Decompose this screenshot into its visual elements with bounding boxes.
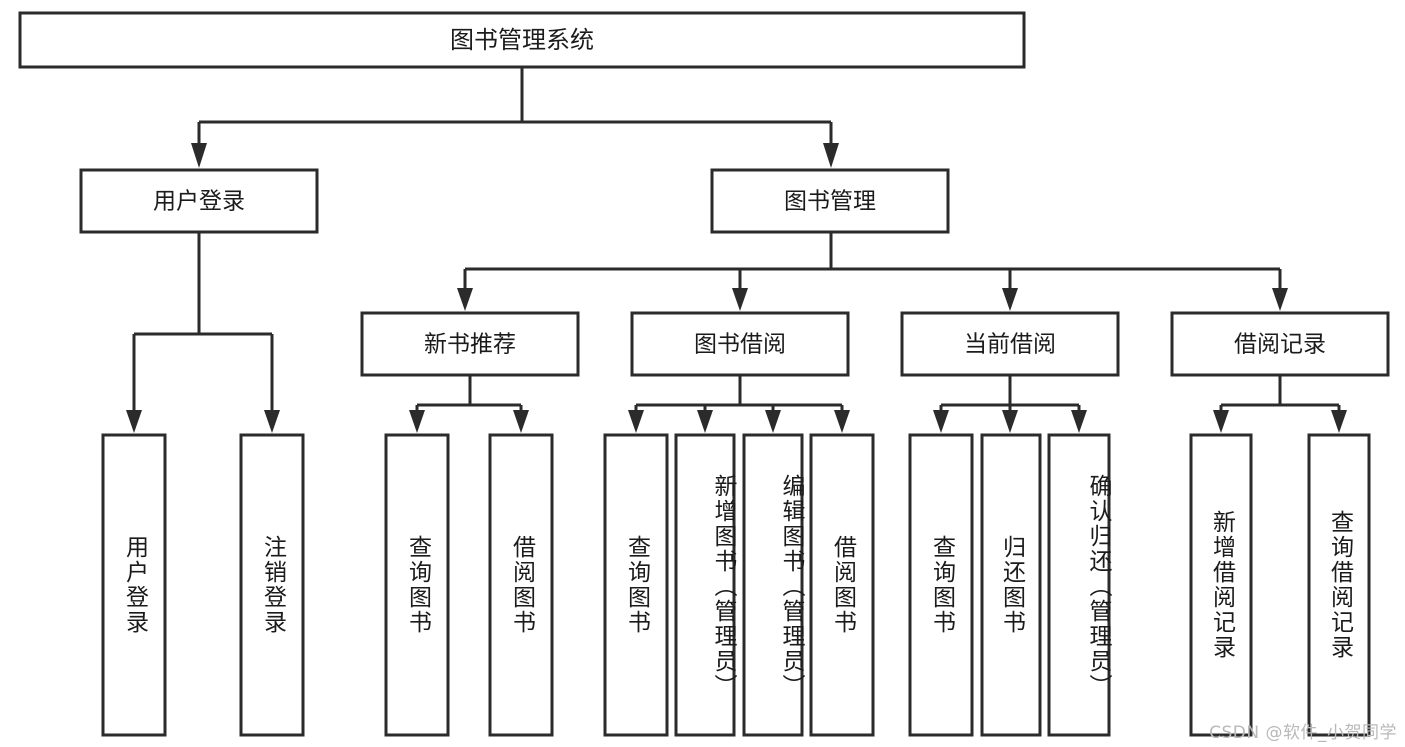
arrow-user-login-leaf-1	[126, 410, 142, 433]
arrow-new-book-leaf-1	[409, 410, 425, 433]
node-book-borrow[interactable]: 图书借阅	[630, 311, 850, 377]
node-new-book-recommend[interactable]: 新书推荐	[360, 311, 580, 377]
leaf-box-query-book-1[interactable]	[384, 433, 450, 737]
connector-group-root	[191, 67, 839, 168]
node-book-borrow-label: 图书借阅	[694, 332, 786, 358]
leaf-box-add-book[interactable]	[674, 433, 736, 737]
leaf-box-edit-book[interactable]	[742, 433, 804, 737]
node-root-label: 图书管理系统	[450, 26, 594, 54]
arrow-to-user-login	[191, 143, 207, 168]
arrow-book-borrow-leaf-4	[834, 410, 850, 433]
node-book-manage[interactable]: 图书管理	[710, 168, 950, 234]
arrow-book-borrow-leaf-2	[697, 410, 713, 433]
node-user-login-label: 用户登录	[153, 189, 245, 215]
leaf-box-confirm-return[interactable]	[1047, 433, 1111, 737]
node-borrow-record-box[interactable]	[1170, 311, 1390, 377]
arrow-book-borrow-leaf-3	[765, 410, 781, 433]
arrow-to-book-borrow	[732, 288, 748, 311]
arrow-to-new-book-recommend	[457, 288, 473, 311]
leaf-box-query-record[interactable]	[1307, 433, 1371, 737]
leaf-box-add-record[interactable]	[1189, 433, 1253, 737]
node-new-book-recommend-label: 新书推荐	[424, 332, 516, 358]
node-new-book-recommend-box[interactable]	[360, 311, 580, 377]
node-borrow-record[interactable]: 借阅记录	[1170, 311, 1390, 377]
arrow-user-login-leaf-2	[264, 410, 280, 433]
arrow-to-book-manage	[823, 143, 839, 168]
node-user-login-box[interactable]	[79, 168, 319, 234]
arrow-to-current-borrow	[1002, 288, 1018, 311]
node-root-box[interactable]	[18, 11, 1026, 69]
csdn-watermark: CSDN @软件_小贺同学	[1209, 723, 1397, 743]
leaf-box-user-logout[interactable]	[239, 433, 305, 737]
connector-group-borrow-record	[1213, 375, 1347, 433]
connector-group-book-manage	[457, 232, 1288, 311]
node-book-borrow-box[interactable]	[630, 311, 850, 377]
arrow-current-borrow-leaf-2	[1002, 410, 1018, 433]
leaf-box-group	[101, 433, 1371, 737]
arrow-new-book-leaf-2	[513, 410, 529, 433]
node-current-borrow-label: 当前借阅	[964, 332, 1056, 358]
arrow-to-borrow-record	[1272, 288, 1288, 311]
node-book-manage-box[interactable]	[710, 168, 950, 234]
node-root[interactable]: 图书管理系统	[18, 11, 1026, 69]
arrow-borrow-record-leaf-2	[1331, 410, 1347, 433]
arrow-borrow-record-leaf-1	[1213, 410, 1229, 433]
arrow-book-borrow-leaf-1	[628, 410, 644, 433]
node-current-borrow[interactable]: 当前借阅	[900, 311, 1120, 377]
leaf-box-borrow-book-2[interactable]	[809, 433, 875, 737]
connector-group-book-borrow	[628, 375, 850, 433]
leaf-box-query-book-2[interactable]	[603, 433, 669, 737]
connector-group-current-borrow	[933, 375, 1087, 433]
arrow-current-borrow-leaf-1	[933, 410, 949, 433]
node-user-login[interactable]: 用户登录	[79, 168, 319, 234]
node-current-borrow-box[interactable]	[900, 311, 1120, 377]
node-borrow-record-label: 借阅记录	[1234, 332, 1326, 358]
leaf-box-return-book[interactable]	[980, 433, 1042, 737]
arrow-current-borrow-leaf-3	[1071, 410, 1087, 433]
leaf-box-borrow-book-1[interactable]	[488, 433, 554, 737]
node-book-manage-label: 图书管理	[784, 189, 876, 215]
leaf-box-query-book-3[interactable]	[908, 433, 974, 737]
connector-group-new-book-recommend	[409, 375, 529, 433]
connector-group-user-login	[126, 232, 280, 433]
leaf-box-user-login[interactable]	[101, 433, 167, 737]
